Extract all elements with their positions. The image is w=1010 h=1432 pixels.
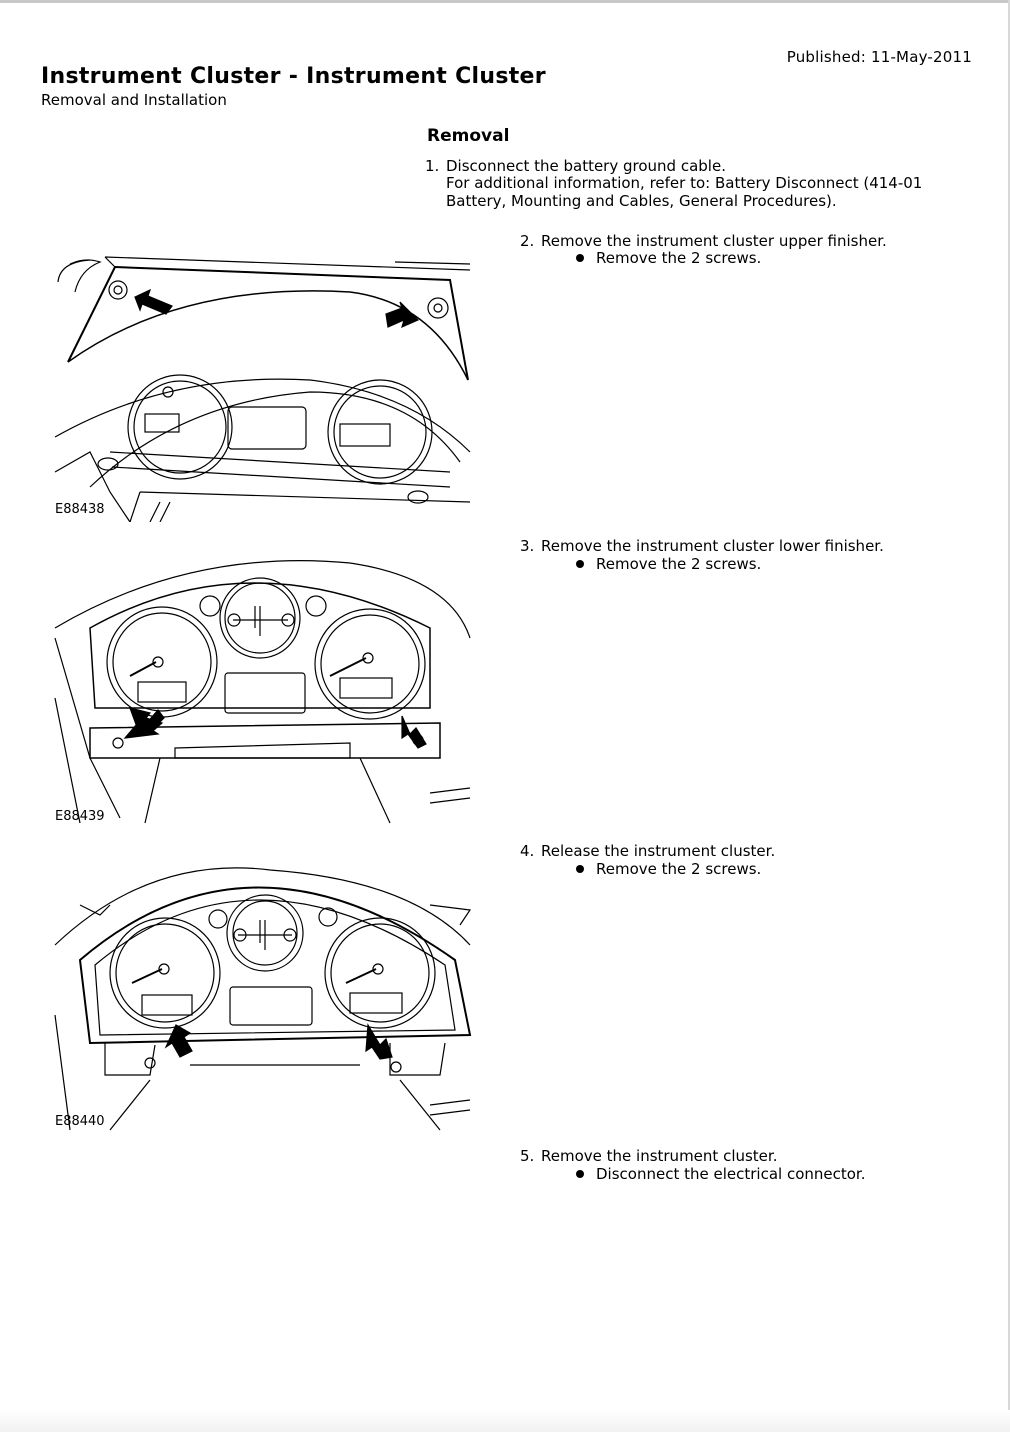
bullet-icon	[576, 254, 584, 262]
step-number: 4.	[520, 842, 535, 860]
arrow-icon	[365, 1023, 393, 1060]
step-bullet: Remove the 2 screws.	[576, 860, 761, 878]
step-text: Remove the instrument cluster lower fini…	[541, 537, 884, 555]
top-border	[0, 0, 1010, 3]
arrow-icon	[164, 1024, 193, 1058]
lower-finisher-illustration	[54, 560, 471, 824]
step-text: Disconnect the battery ground cable.	[446, 157, 726, 175]
step-number: 5.	[520, 1147, 535, 1165]
figure-cluster-release: E88440	[50, 865, 472, 1135]
step-bullet: Remove the 2 screws.	[576, 249, 761, 267]
upper-finisher-illustration	[54, 256, 471, 522]
step-text: Release the instrument cluster.	[541, 842, 776, 860]
page-bottom-shade	[0, 1410, 1010, 1432]
figure-label: E88438	[55, 502, 105, 517]
figure-label: E88440	[55, 1114, 105, 1129]
step-text: Remove the instrument cluster upper fini…	[541, 232, 887, 250]
published-date: Published: 11-May-2011	[786, 48, 972, 66]
arrow-icon	[401, 715, 427, 749]
step-text: Remove the instrument cluster.	[541, 1147, 778, 1165]
arrow-icon	[134, 288, 173, 315]
section-heading: Removal	[427, 126, 510, 146]
step-bullet: Remove the 2 screws.	[576, 555, 761, 573]
bullet-icon	[576, 865, 584, 873]
step-bullet: Disconnect the electrical connector.	[576, 1165, 865, 1183]
step-text: Battery, Mounting and Cables, General Pr…	[446, 192, 837, 210]
bullet-icon	[576, 1170, 584, 1178]
step-number: 1.	[425, 157, 440, 175]
page-subtitle: Removal and Installation	[41, 91, 227, 109]
step-number: 2.	[520, 232, 535, 250]
step-text: For additional information, refer to: Ba…	[446, 174, 923, 192]
bullet-icon	[576, 560, 584, 568]
cluster-release-illustration	[54, 867, 472, 1131]
right-border	[1008, 0, 1010, 1432]
figure-lower-finisher: E88439	[50, 558, 472, 828]
step-number: 3.	[520, 537, 535, 555]
figure-label: E88439	[55, 809, 105, 824]
page-title: Instrument Cluster - Instrument Cluster	[41, 64, 546, 89]
arrow-icon	[123, 709, 165, 739]
arrow-icon	[385, 301, 420, 329]
figure-upper-finisher: E88438	[50, 252, 472, 522]
